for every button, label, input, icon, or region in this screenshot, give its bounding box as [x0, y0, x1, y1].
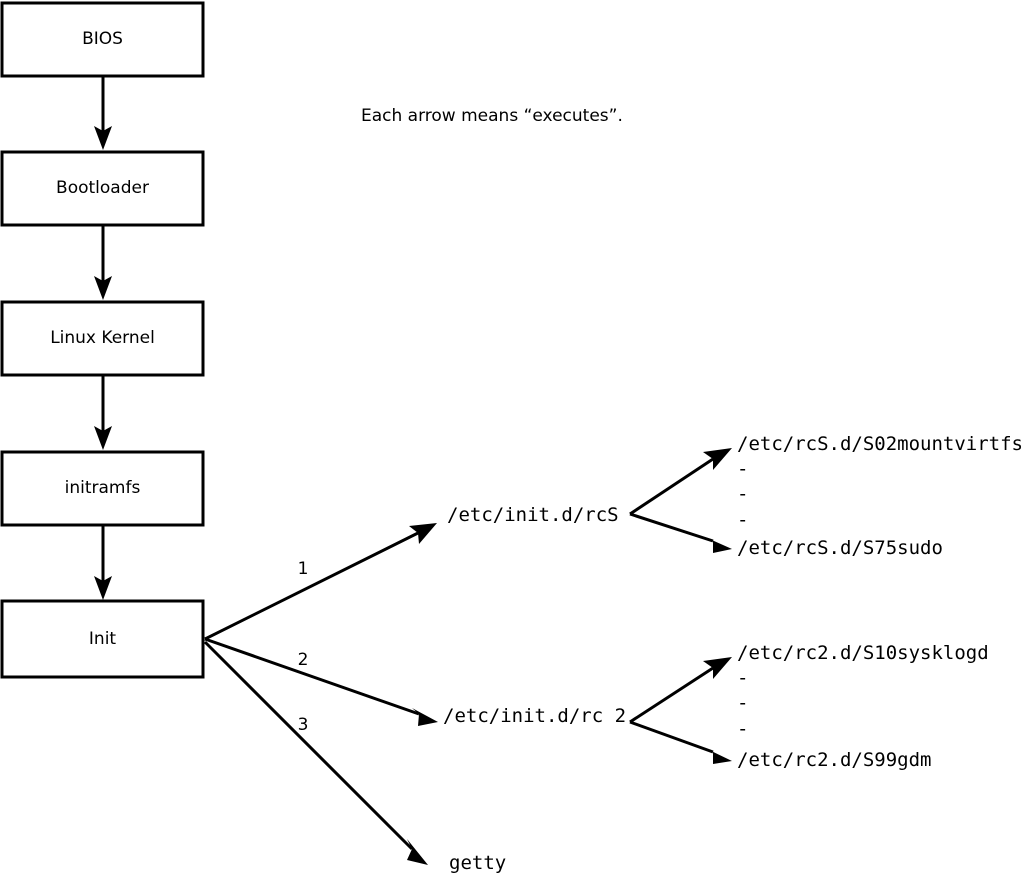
diagram-caption: Each arrow means “executes”. [361, 106, 623, 126]
label-init-d-rc2[interactable]: /etc/init.d/rc 2 [443, 705, 626, 727]
node-bios[interactable]: BIOS [0, 1, 205, 78]
edge-number-3: 3 [298, 715, 309, 735]
node-init[interactable]: Init [0, 599, 205, 679]
edge-number-1: 1 [298, 559, 309, 579]
label-rcsd-ellipsis-1: - [737, 458, 748, 480]
node-initramfs-label: initramfs [65, 478, 141, 498]
arrow-rcs-to-first-script [629, 448, 732, 516]
label-init-d-rcs[interactable]: /etc/init.d/rcS [447, 504, 619, 526]
node-init-rect [0, 599, 205, 679]
label-rc2d-last-script[interactable]: /etc/rc2.d/S99gdm [737, 749, 931, 771]
arrow-bios-to-bootloader [94, 76, 112, 150]
arrow-init-branch-2 [204, 637, 438, 726]
node-bios-rect [0, 1, 205, 78]
node-bootloader-rect [0, 150, 205, 227]
node-bios-label: BIOS [82, 29, 123, 49]
node-bootloader[interactable]: Bootloader [0, 150, 205, 227]
arrow-rc2-to-first-script [629, 657, 732, 724]
node-linux-kernel-label: Linux Kernel [50, 328, 155, 348]
label-rcsd-ellipsis-2: - [737, 483, 748, 505]
edge-number-2: 2 [298, 650, 309, 670]
label-rc2d-ellipsis-2: - [737, 692, 748, 714]
arrow-kernel-to-initramfs [94, 375, 112, 450]
label-rcsd-ellipsis-3: - [737, 509, 748, 531]
node-init-label: Init [89, 629, 117, 649]
label-rcsd-last-script[interactable]: /etc/rcS.d/S75sudo [737, 537, 943, 559]
node-initramfs[interactable]: initramfs [0, 450, 205, 527]
arrow-initramfs-to-init [94, 525, 112, 600]
label-rc2d-first-script[interactable]: /etc/rc2.d/S10sysklogd [737, 642, 989, 664]
node-initramfs-rect [0, 450, 205, 527]
arrow-rcs-to-last-script [629, 512, 732, 553]
label-rcsd-first-script[interactable]: /etc/rcS.d/S02mountvirtfs [737, 433, 1023, 455]
label-rc2d-ellipsis-3: - [737, 718, 748, 740]
label-getty[interactable]: getty [449, 852, 506, 874]
node-linux-kernel[interactable]: Linux Kernel [0, 300, 205, 377]
arrow-rc2-to-last-script [629, 720, 732, 764]
node-bootloader-label: Bootloader [56, 178, 149, 198]
arrow-init-branch-1 [204, 523, 437, 641]
label-rc2d-ellipsis-1: - [737, 667, 748, 689]
arrow-bootloader-to-kernel [94, 225, 112, 300]
arrow-init-branch-3 [203, 640, 428, 865]
